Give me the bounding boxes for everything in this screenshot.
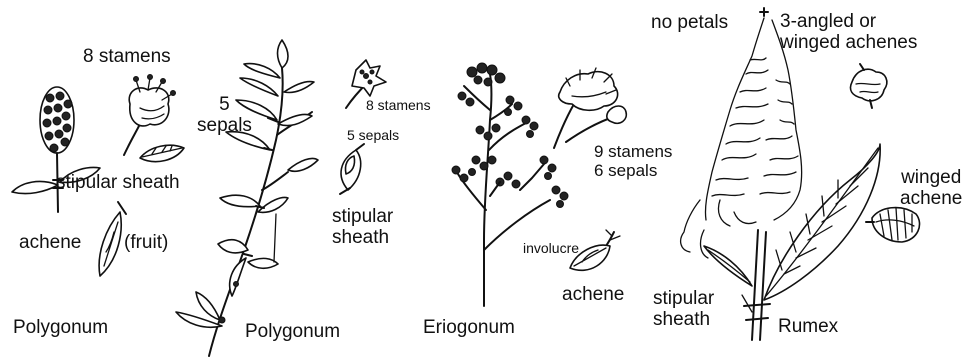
label-rumex-winged-achene: winged achene bbox=[900, 167, 962, 210]
label-polygonum-achene: achene bbox=[19, 232, 81, 253]
label-eriogonum-achene: achene bbox=[562, 284, 624, 305]
polygonum-branch bbox=[176, 40, 318, 356]
label-polygonum-genus-1: Polygonum bbox=[13, 317, 108, 338]
label-polygonum-stipular-sheath: stipular sheath bbox=[56, 172, 180, 193]
label-rumex-genus: Rumex bbox=[778, 316, 838, 337]
label-polygonum-8-stamens: 8 stamens bbox=[83, 46, 171, 67]
label-polygonum-stipular-sheath-2: stipular sheath bbox=[332, 206, 393, 249]
eriogonum-plant bbox=[452, 63, 568, 306]
label-polygonum-5-sepals-small: 5 sepals bbox=[347, 128, 399, 144]
polygonum-achene-detail bbox=[340, 144, 364, 194]
polygonum-achene-fruit bbox=[99, 202, 126, 276]
label-rumex-stipular-sheath: stipular sheath bbox=[653, 288, 714, 331]
label-polygonum-genus-2: Polygonum bbox=[245, 321, 340, 342]
label-polygonum-5-sepals: 5 sepals bbox=[197, 94, 252, 137]
label-polygonum-fruit: (fruit) bbox=[124, 232, 168, 253]
eriogonum-involucre bbox=[606, 230, 620, 246]
polygonum-sepal-leaf bbox=[140, 145, 184, 161]
label-polygonum-8-stamens-small: 8 stamens bbox=[366, 98, 431, 114]
label-eriogonum-stamens-sepals: 9 stamens 6 sepals bbox=[594, 142, 672, 180]
rumex-achene-flower bbox=[850, 64, 886, 108]
rumex-winged-achene bbox=[866, 208, 920, 242]
polygonum-flower-detail bbox=[124, 75, 176, 156]
label-eriogonum-genus: Eriogonum bbox=[423, 317, 515, 338]
label-rumex-no-petals: no petals bbox=[651, 12, 728, 33]
label-rumex-achenes: 3-angled or winged achenes bbox=[780, 11, 917, 54]
label-eriogonum-involucre: involucre bbox=[523, 241, 579, 257]
eriogonum-flower-cluster bbox=[554, 68, 626, 148]
